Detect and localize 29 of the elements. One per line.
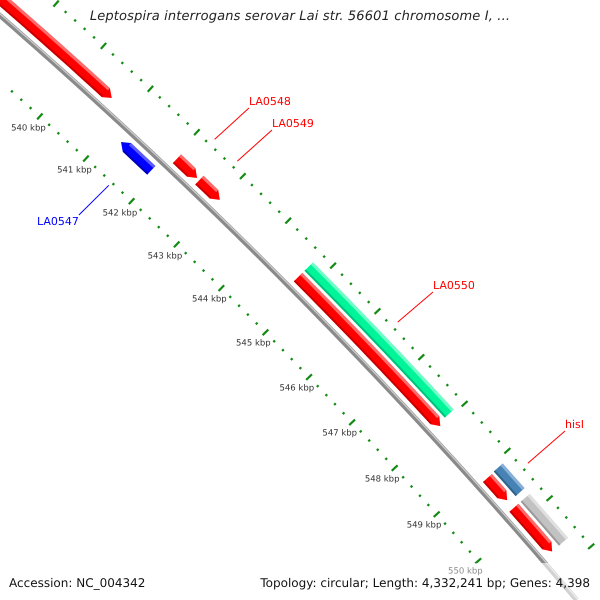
gene-feature xyxy=(482,474,508,500)
tick-label: 545 kbp xyxy=(236,338,271,350)
leader-line xyxy=(397,292,434,323)
tick-label: 542 kbp xyxy=(102,208,138,220)
leader-line xyxy=(214,108,250,140)
accession-text: Accession: NC_004342 xyxy=(9,576,146,590)
tick-label: 544 kbp xyxy=(192,294,227,306)
tick-label: 547 kbp xyxy=(322,428,358,440)
map-title: Leptospira interrogans serovar Lai str. 56601 chromosome I, ... xyxy=(90,9,510,25)
gene-label: LA0547 xyxy=(37,215,79,228)
tick-label: 548 kbp xyxy=(364,474,400,486)
leader-line xyxy=(236,130,272,162)
gene-feature xyxy=(509,504,552,552)
gene-feature xyxy=(195,176,220,200)
gene-feature xyxy=(121,142,156,175)
gene-label: LA0550 xyxy=(433,279,475,292)
leader-line xyxy=(78,184,110,216)
tick-label: 550 kbp xyxy=(448,566,483,578)
genome-summary-text: Topology: circular; Length: 4,332,241 bp; Genes: 4,398 xyxy=(260,576,590,590)
gene-label: LA0548 xyxy=(249,95,291,108)
gene-feature xyxy=(172,154,198,178)
tick-label: 546 kbp xyxy=(279,383,314,394)
tick-label: 549 kbp xyxy=(406,520,442,532)
leader-line xyxy=(527,430,566,464)
gene-label: hisI xyxy=(565,418,584,431)
tick-label: 543 kbp xyxy=(148,251,182,262)
tick-label: 540 kbp xyxy=(11,124,46,135)
gene-label: LA0549 xyxy=(272,117,314,130)
tick-label: 541 kbp xyxy=(57,166,92,177)
